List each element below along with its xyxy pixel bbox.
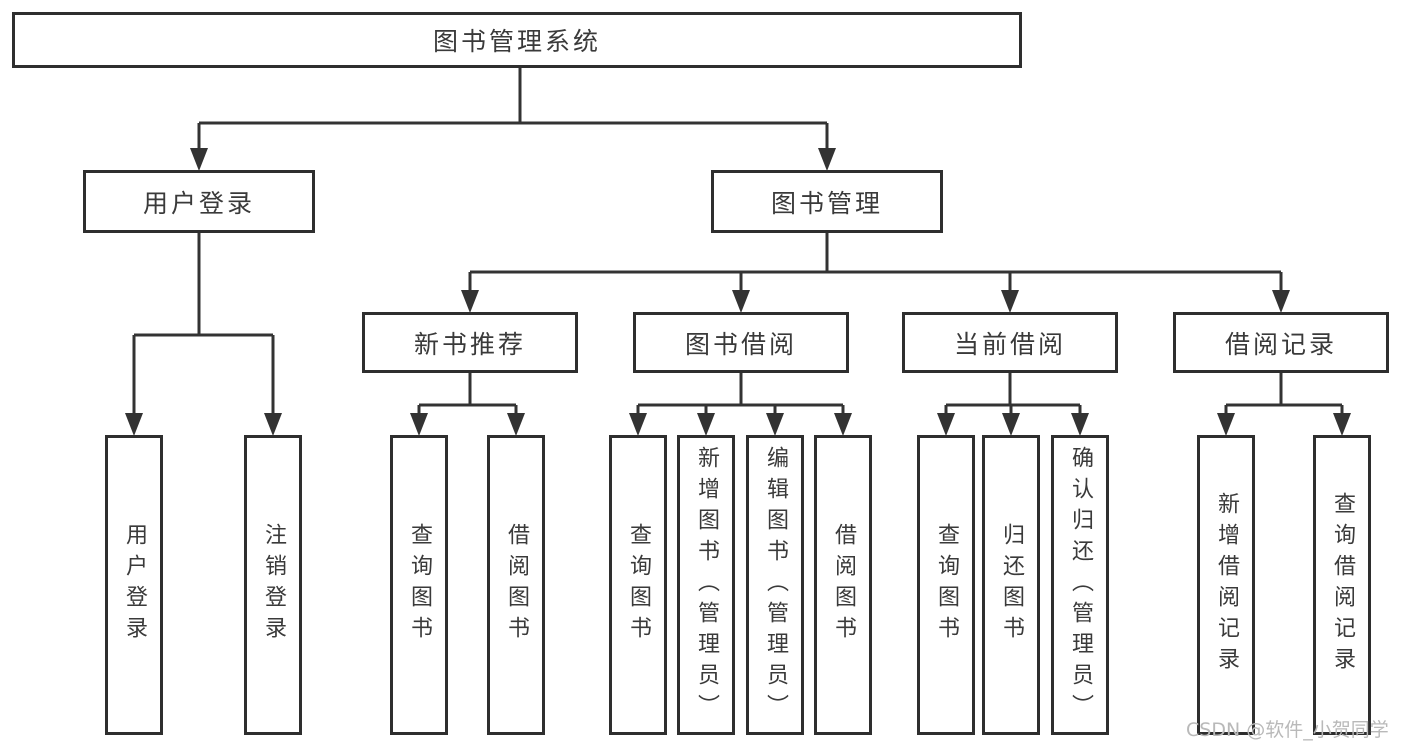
leaf-query-book-recommend: 查询图书: [390, 435, 448, 735]
node-book-management-module: 图书管理: [711, 170, 943, 233]
leaf-add-borrow-record-label: 新增借阅记录: [1214, 492, 1239, 678]
node-system-root-label: 图书管理系统: [432, 27, 601, 56]
leaf-query-borrow-record: 查询借阅记录: [1313, 435, 1371, 735]
leaf-logout: 注销登录: [244, 435, 302, 735]
leaf-logout-label: 注销登录: [261, 523, 286, 647]
node-borrow-record: 借阅记录: [1173, 312, 1389, 373]
node-system-root: 图书管理系统: [12, 12, 1022, 68]
node-user-login-module: 用户登录: [83, 170, 315, 233]
leaf-return-book: 归还图书: [982, 435, 1040, 735]
node-book-borrow: 图书借阅: [633, 312, 849, 373]
node-borrow-record-label: 借阅记录: [1224, 329, 1337, 359]
node-book-management-module-label: 图书管理: [770, 188, 883, 218]
leaf-query-book-borrow: 查询图书: [609, 435, 667, 735]
leaf-query-book-recommend-label: 查询图书: [407, 523, 432, 647]
leaf-borrow-book: 借阅图书: [814, 435, 872, 735]
leaf-add-book-admin: 新增图书（管理员）: [677, 435, 735, 735]
leaf-query-book-borrow-label: 查询图书: [626, 523, 651, 647]
node-current-borrow-label: 当前借阅: [953, 329, 1066, 359]
leaf-borrow-book-recommend-label: 借阅图书: [504, 523, 529, 647]
node-new-book-recommend-label: 新书推荐: [413, 329, 526, 359]
arrowheads: [125, 148, 1351, 436]
leaf-add-book-admin-label: 新增图书（管理员）: [694, 445, 719, 725]
leaf-user-login: 用户登录: [105, 435, 163, 735]
leaf-return-book-label: 归还图书: [999, 523, 1024, 647]
leaf-borrow-book-label: 借阅图书: [831, 523, 856, 647]
leaf-add-borrow-record: 新增借阅记录: [1197, 435, 1255, 735]
node-book-borrow-label: 图书借阅: [684, 329, 797, 359]
leaf-edit-book-admin-label: 编辑图书（管理员）: [763, 445, 788, 725]
node-user-login-module-label: 用户登录: [142, 188, 255, 218]
leaf-query-book-current: 查询图书: [917, 435, 975, 735]
leaf-borrow-book-recommend: 借阅图书: [487, 435, 545, 735]
leaf-query-book-current-label: 查询图书: [934, 523, 959, 647]
node-new-book-recommend: 新书推荐: [362, 312, 578, 373]
csdn-watermark: CSDN @软件_小贺同学: [1186, 719, 1389, 741]
leaf-edit-book-admin: 编辑图书（管理员）: [746, 435, 804, 735]
leaf-confirm-return-admin: 确认归还（管理员）: [1051, 435, 1109, 735]
node-current-borrow: 当前借阅: [902, 312, 1118, 373]
leaf-user-login-label: 用户登录: [122, 523, 147, 647]
leaf-query-borrow-record-label: 查询借阅记录: [1330, 492, 1355, 678]
leaf-confirm-return-admin-label: 确认归还（管理员）: [1068, 445, 1093, 725]
